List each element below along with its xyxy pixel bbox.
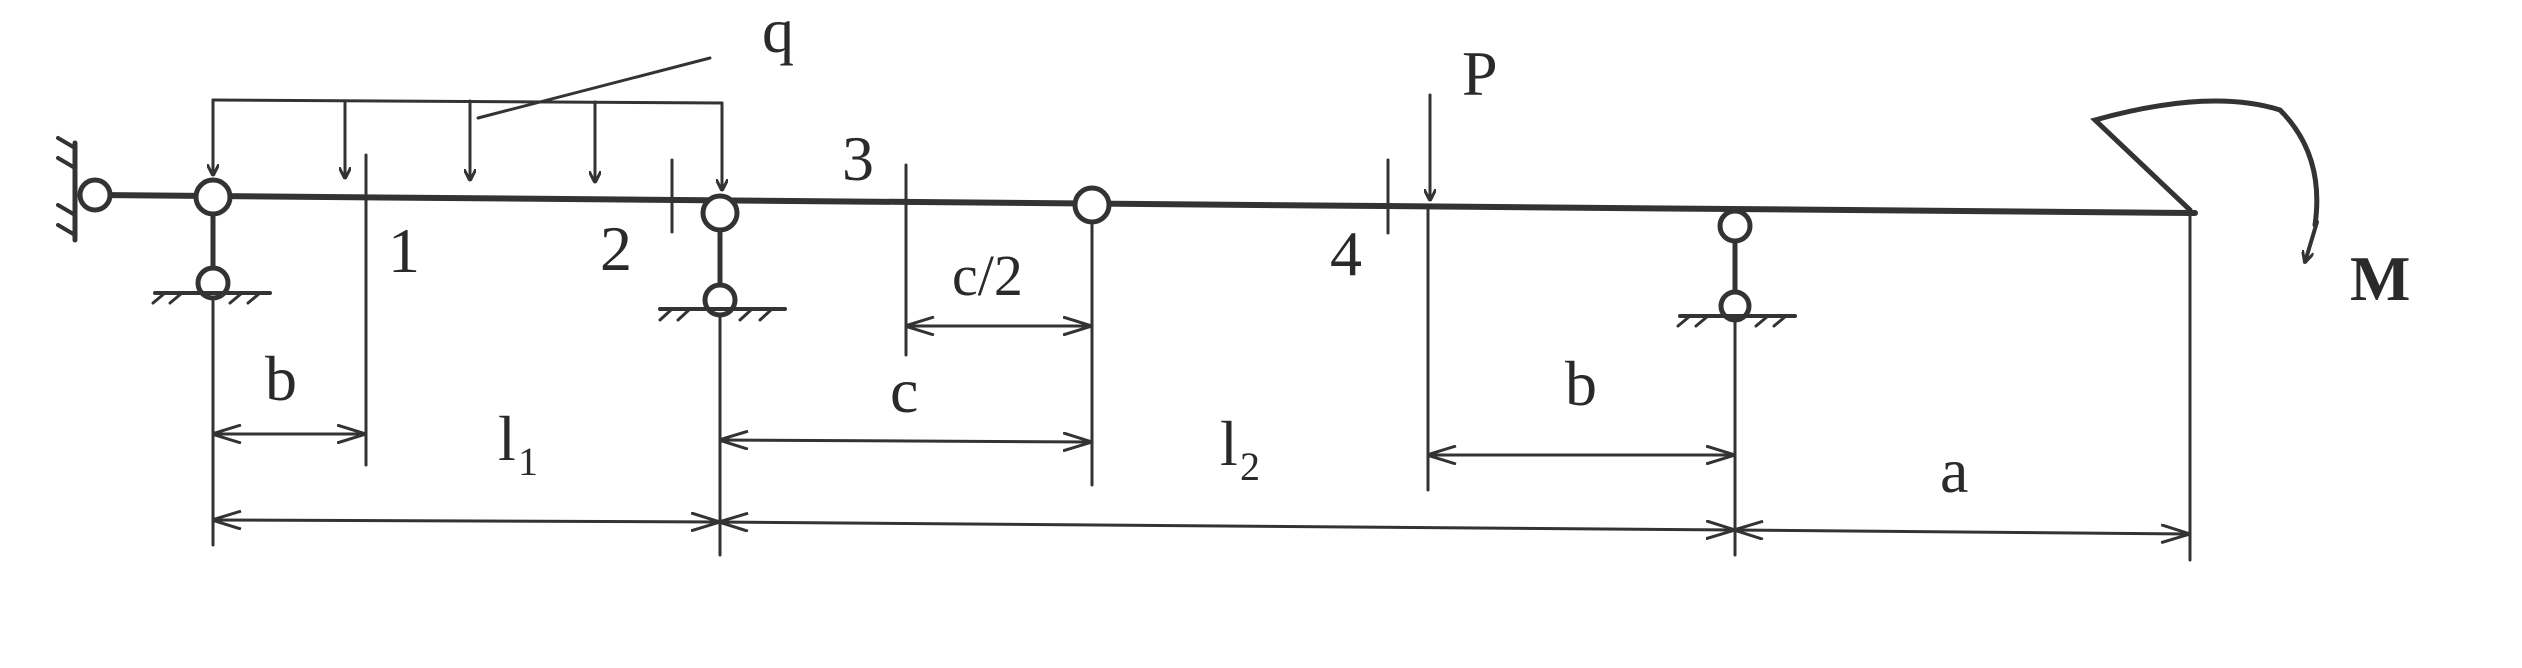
force-p-label: P xyxy=(1462,38,1498,109)
support-left xyxy=(151,177,272,547)
section-lines xyxy=(364,153,2192,562)
dim-l1-label: l 1 xyxy=(498,403,538,484)
dim-b-left-label: b xyxy=(265,343,297,414)
dim-a-label: a xyxy=(1940,435,1968,506)
svg-text:1: 1 xyxy=(518,439,538,484)
section-4-label: 4 xyxy=(1330,218,1362,289)
svg-text:2: 2 xyxy=(1240,444,1260,489)
moment-m xyxy=(2090,98,2320,262)
dim-c-label: c xyxy=(890,355,918,426)
section-2-label: 2 xyxy=(600,213,632,284)
dim-l2-label: l 2 xyxy=(1220,408,1260,489)
moment-m-label: M xyxy=(2350,243,2410,314)
svg-text:l: l xyxy=(498,403,516,474)
section-3-label: 3 xyxy=(842,123,874,194)
beam xyxy=(92,192,2198,216)
dim-c-half-label: c/2 xyxy=(952,243,1023,308)
svg-text:l: l xyxy=(1220,408,1238,479)
support-middle xyxy=(658,193,787,557)
left-wall-hinge xyxy=(56,136,113,243)
load-q-label: q xyxy=(762,0,794,66)
support-right xyxy=(1676,208,1797,557)
intermediate-hinge xyxy=(1072,185,1112,225)
section-1-label: 1 xyxy=(388,215,420,286)
dimension-lines xyxy=(211,326,2192,534)
distributed-load-q xyxy=(213,56,722,192)
dim-b-right-label: b xyxy=(1565,348,1597,419)
